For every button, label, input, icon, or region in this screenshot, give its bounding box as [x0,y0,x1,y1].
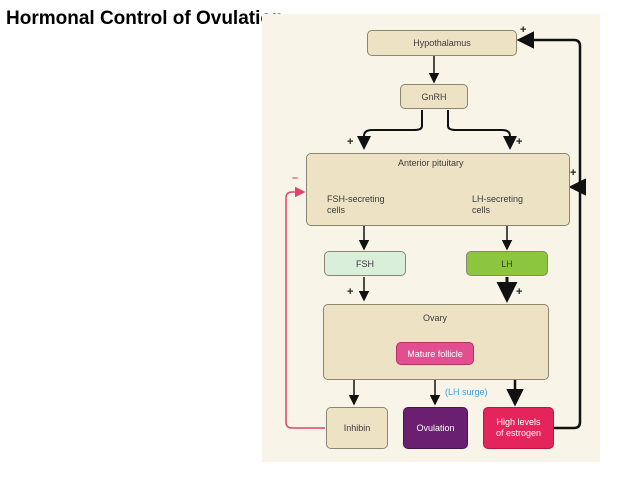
hypothalamus-label: Hypothalamus [413,38,471,48]
arrow-gnrh-fsh-cells [357,110,423,150]
arrow-estrogen-feedback-pituitary [554,178,586,430]
arrow-estrogen-feedback-hypothalamus [516,31,582,190]
hypothalamus-box: Hypothalamus [367,30,517,56]
anterior-pituitary-label: Anterior pituitary [398,158,464,168]
mature-follicle-box: Mature follicle [396,342,474,365]
slide-title: Hormonal Control of Ovulation [6,8,284,29]
arrow-gnrh-lh-cells [447,110,517,150]
anterior-pituitary-box [306,153,570,226]
plus-sign-lh-ovary: + [516,286,523,298]
ovulation-label: Ovulation [416,423,455,433]
inhibin-label: Inhibin [343,423,371,433]
minus-sign-pituitary-left: – [292,172,299,184]
lh-box: LH [466,251,548,276]
ovary-label: Ovary [423,313,448,323]
ovulation-box: Ovulation [403,407,468,449]
mature-follicle-label: Mature follicle [407,348,463,359]
gnrh-box: GnRH [400,84,468,109]
fsh-cells-label: FSH-secreting cells [327,194,385,215]
lh-cells-label: LH-secreting cells [472,194,524,215]
estrogen-box: High levels of estrogen [483,407,554,449]
fsh-label: FSH [356,258,374,269]
fsh-box: FSH [324,251,406,276]
arrow-inhibin-feedback [285,186,325,429]
plus-sign-fsh-ovary: + [347,286,354,298]
lh-label: LH [501,258,513,269]
plus-sign-pituitary-right: + [570,167,577,179]
plus-sign-hypothalamus: + [520,24,527,36]
lh-surge-label: (LH surge) [445,387,488,397]
plus-sign-fsh-cells: + [347,136,354,148]
inhibin-box: Inhibin [326,407,388,449]
estrogen-label: High levels of estrogen [495,417,542,438]
gnrh-label: GnRH [421,91,447,102]
plus-sign-lh-cells: + [516,136,523,148]
